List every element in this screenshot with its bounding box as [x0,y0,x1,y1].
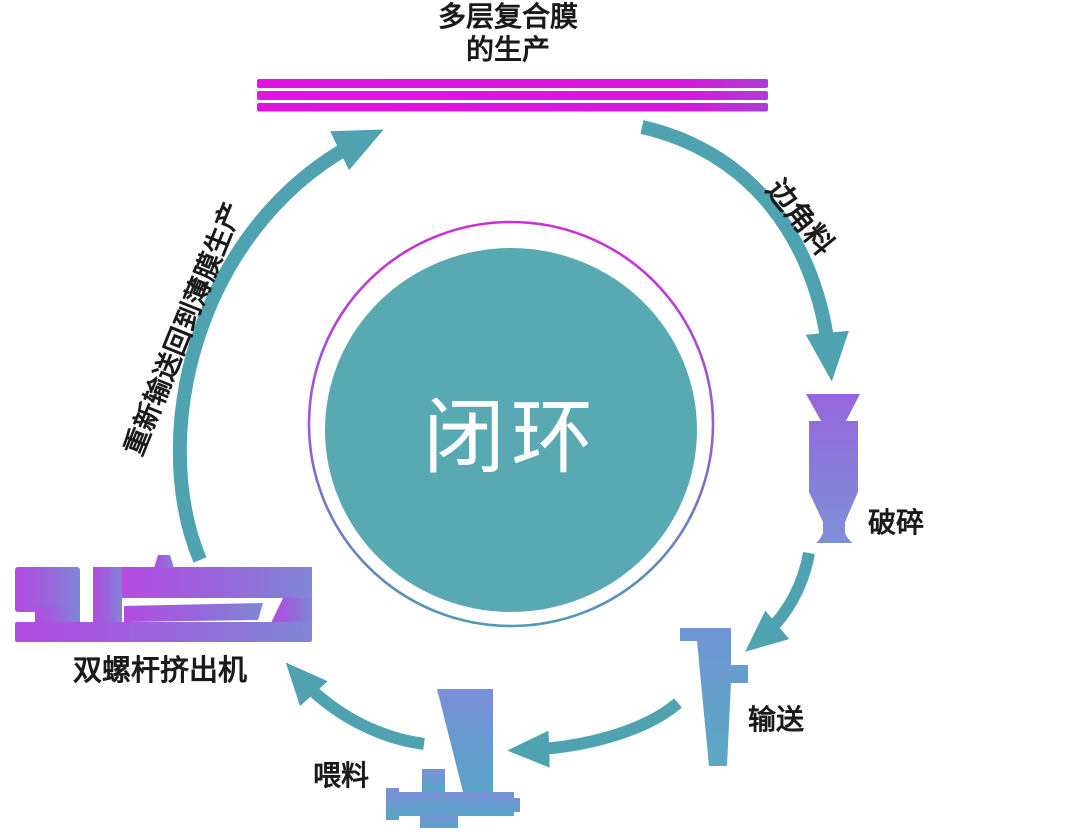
arrow-extruder-to-film [172,129,384,563]
flow-arrows [172,120,849,768]
feeder-icon [386,689,520,828]
closed-loop-circle [325,248,697,612]
diagram-title-line1: 多层复合膜 [437,1,578,32]
conveying-label: 输送 [747,704,805,735]
loop-ring [307,220,715,628]
feeding-label: 喂料 [312,760,370,791]
diagram-title-line2: 的生产 [465,34,550,65]
crushing-label: 破碎 [867,507,925,538]
arrow-film-to-crusher [640,120,849,382]
diagram-title: 多层复合膜 的生产 [358,0,658,66]
conveyor-icon [680,628,748,766]
arrow-feeder-to-extruder [285,662,425,750]
crusher-icon [806,394,860,543]
arrow-crusher-to-conveyor [745,551,815,652]
multilayer-film-icon [257,79,768,112]
extruder-label: 双螺杆挤出机 [72,655,248,687]
twin-screw-extruder-icon [15,555,312,642]
arrow-conveyor-to-feeder [507,698,682,768]
closed-loop-label: 闭环 [422,392,600,484]
